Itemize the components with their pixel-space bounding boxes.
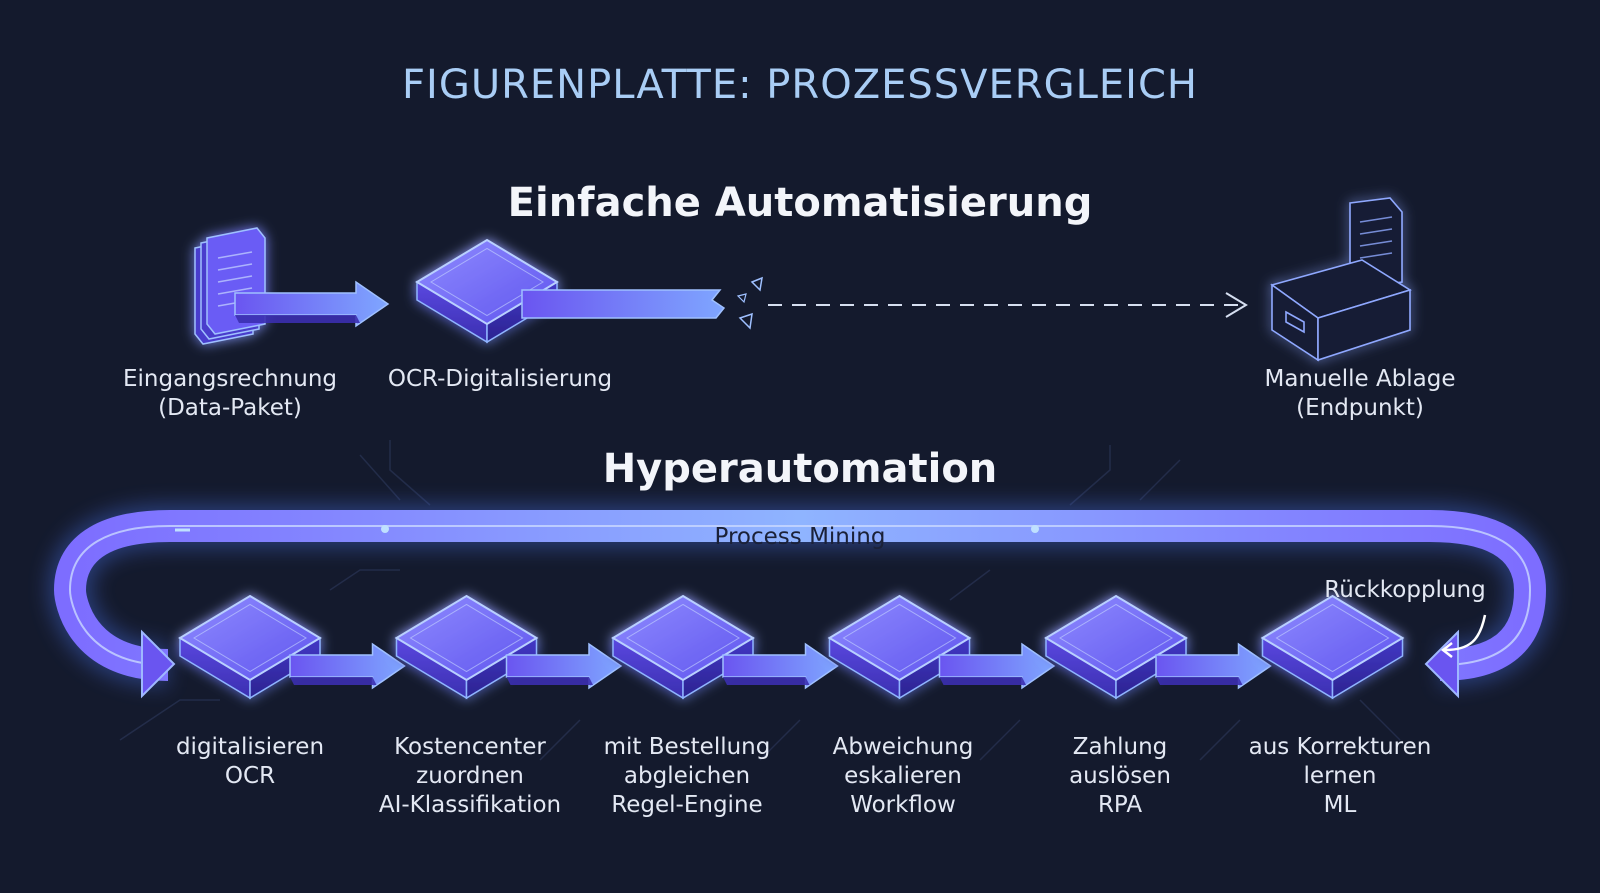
simple-arrow-1: [234, 280, 390, 328]
hyper-arrow-5: [1155, 642, 1272, 690]
feedback-arrowhead: [1440, 642, 1453, 658]
simple-automation-title: Einfache Automatisierung: [507, 180, 1093, 226]
simple-automation-row: [194, 197, 1412, 362]
hyper-cube-icon-4: [827, 594, 972, 700]
loop-arrowhead-right: [1424, 629, 1459, 699]
file-box-icon: [1270, 197, 1412, 362]
hyper-step-label-3: mit Bestellung abgleichen Regel-Engine: [603, 734, 771, 818]
feedback-arrow: [1444, 614, 1487, 652]
hyper-cube-icon-2: [394, 594, 539, 700]
hyper-step-label-1: digitalisieren OCR: [175, 734, 325, 789]
hyper-arrow-1: [289, 642, 406, 690]
figure-title: FIGURENPLATTE: PROZESSVERGLEICH: [402, 62, 1198, 108]
hyper-step-label-4: Abweichung eskalieren Workflow: [832, 734, 974, 818]
document-stack-icon: [194, 227, 266, 345]
hyper-cube-icon-3: [611, 594, 755, 700]
dashed-arrowhead: [1225, 292, 1248, 318]
feedback-label: Rückkopplung: [1324, 577, 1486, 603]
hyperautomation-row: [178, 594, 1487, 700]
circuit-traces: [119, 440, 1401, 761]
hyper-arrow-3: [722, 642, 839, 690]
process-mining-loop: [47, 504, 1553, 699]
simple-step-label-invoice: Eingangsrechnung (Data-Paket): [122, 366, 337, 421]
hyper-step-label-6: aus Korrekturen lernen ML: [1248, 734, 1432, 818]
loop-arrowhead-left: [141, 629, 176, 699]
hyper-step-label-2: Kostencenter zuordnen AI-Klassifikation: [378, 734, 562, 818]
hyper-step-label-5: Zahlung auslösen RPA: [1069, 734, 1171, 818]
hyper-cube-icon-5: [1044, 594, 1188, 700]
hyper-arrow-4: [938, 642, 1056, 690]
simple-step-label-ocr: OCR-Digitalisierung: [387, 366, 613, 392]
hyper-cube-icon-1: [178, 594, 322, 700]
hyper-cube-icon-6: [1260, 594, 1405, 700]
process-mining-label: Process Mining: [714, 524, 886, 550]
hyper-arrow-2: [505, 642, 623, 690]
broken-beam: [521, 276, 763, 330]
hyperautomation-title: Hyperautomation: [602, 446, 998, 492]
simple-step-label-filing: Manuelle Ablage (Endpunkt): [1264, 366, 1456, 421]
